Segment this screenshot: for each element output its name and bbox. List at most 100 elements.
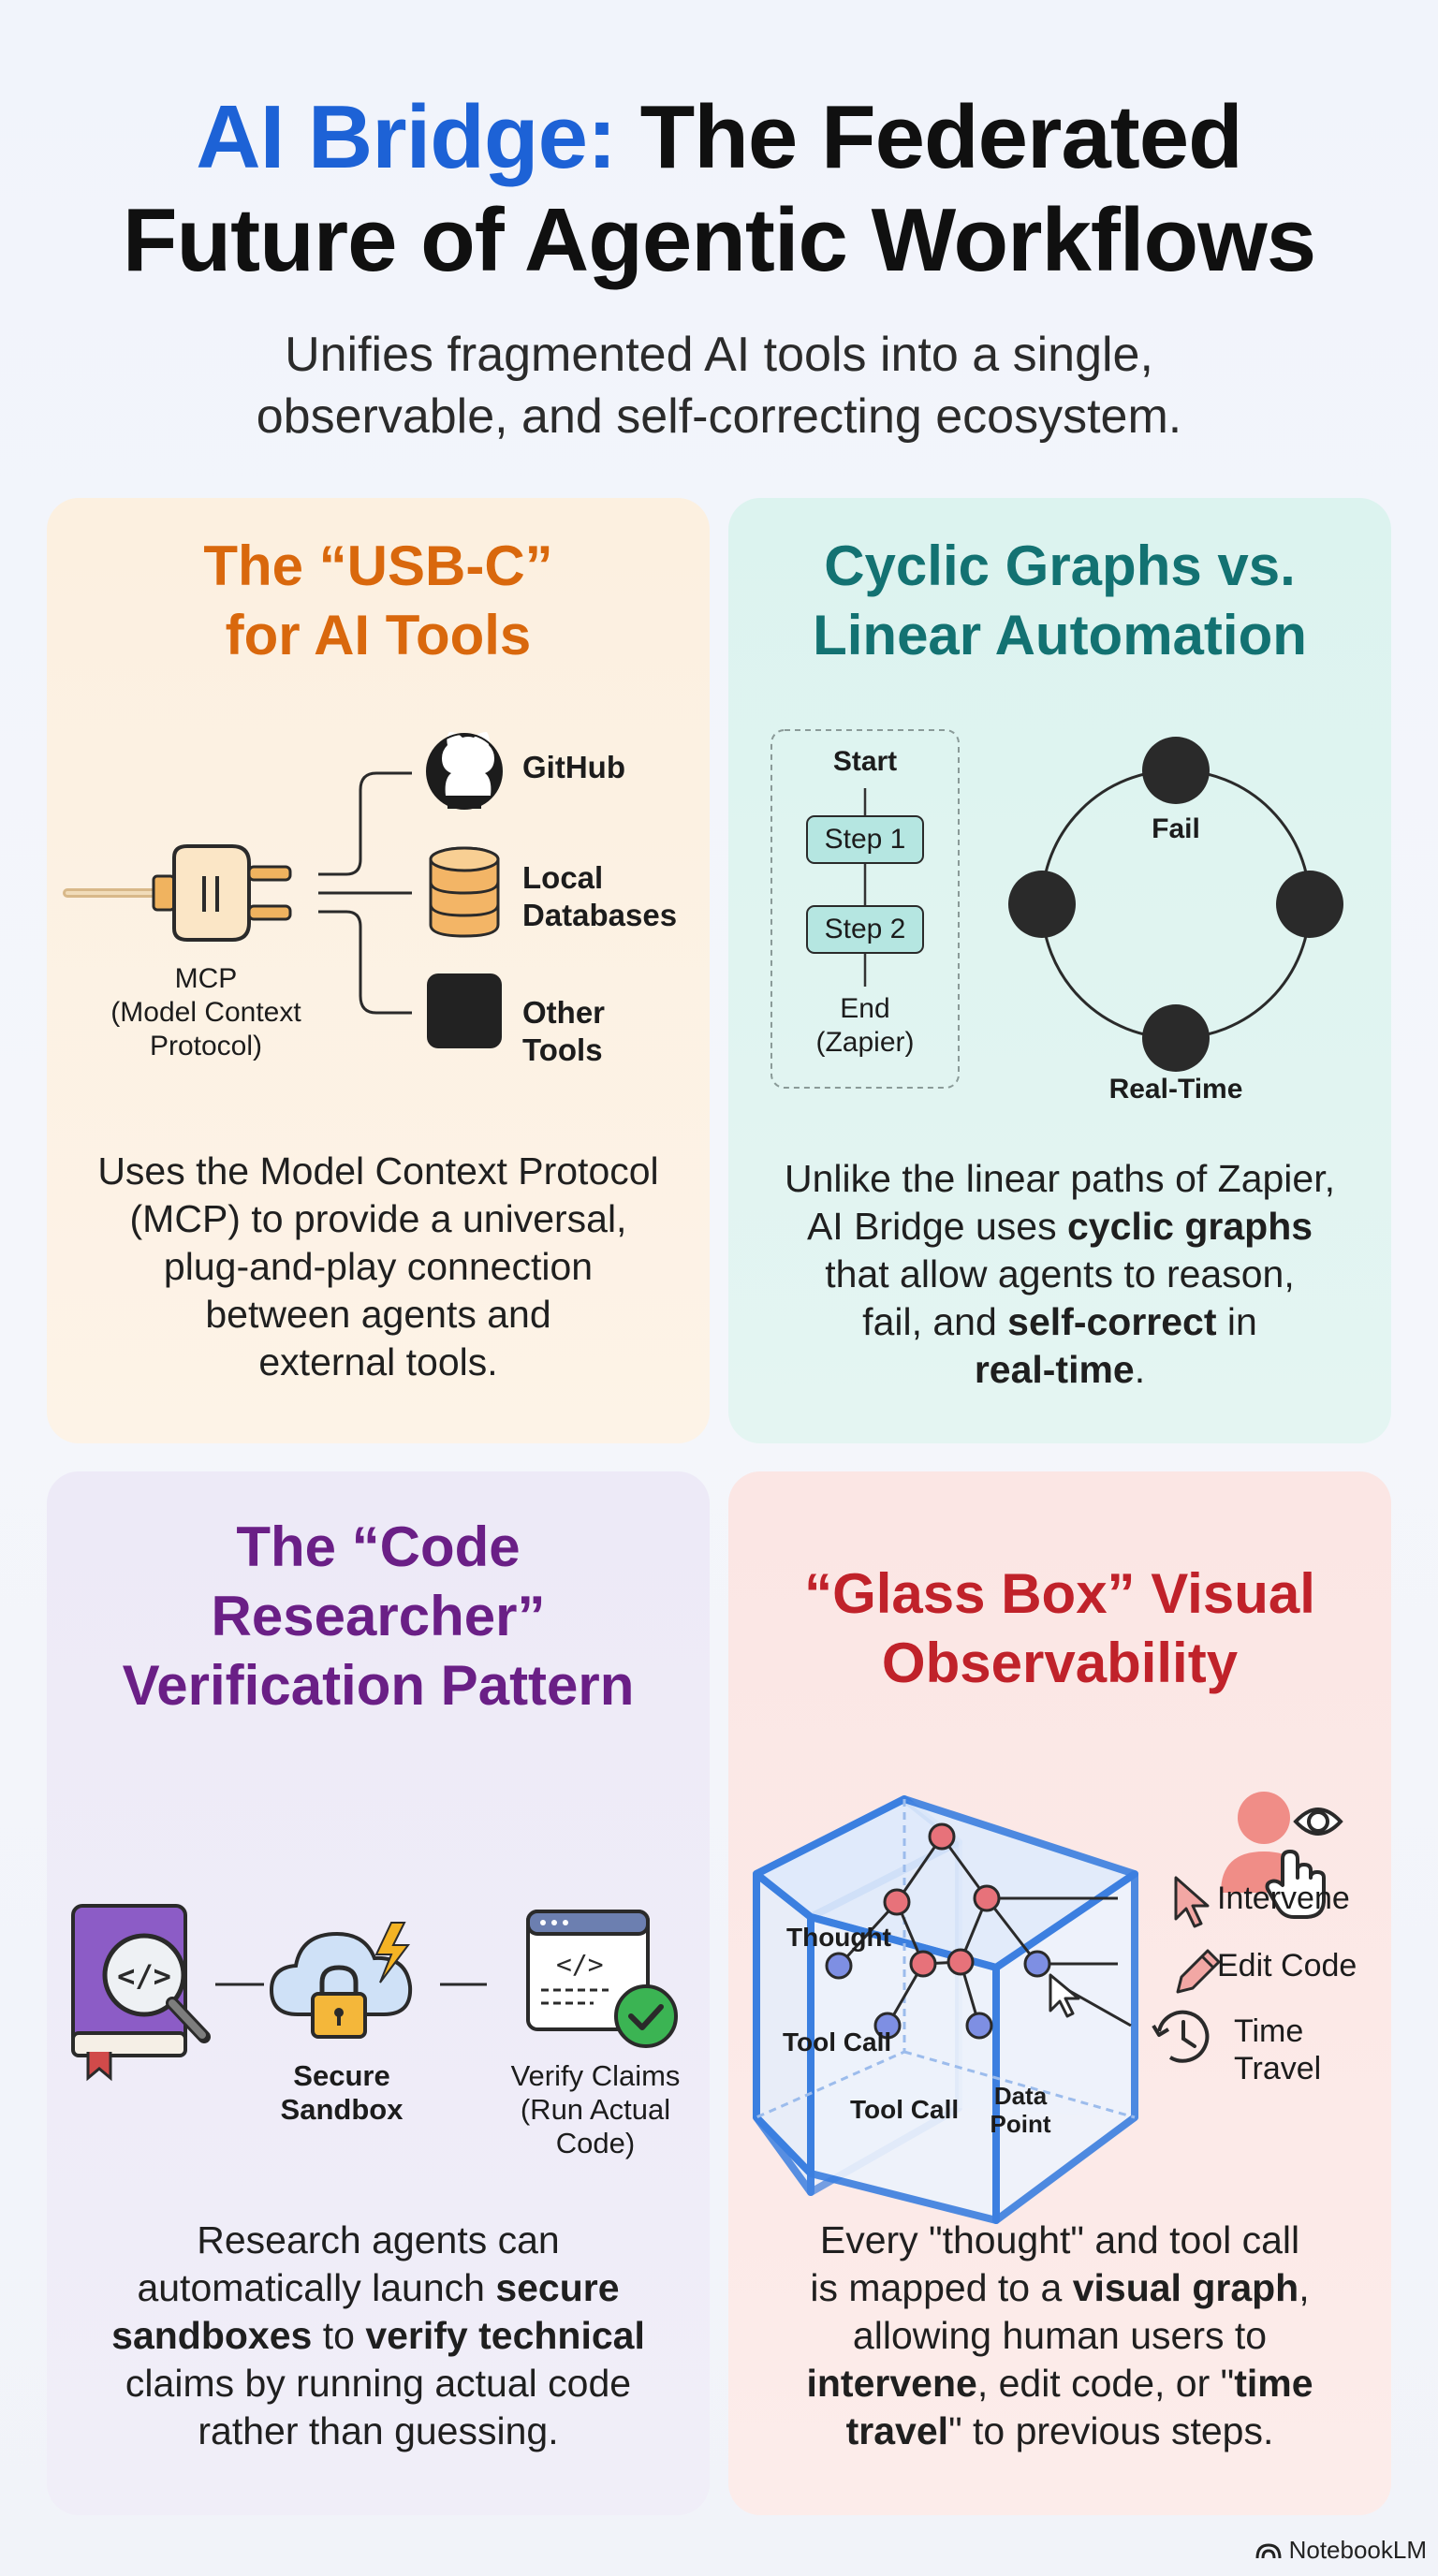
glass-box-diagram (753, 1795, 1221, 2224)
title-rest: The Federated (639, 87, 1243, 187)
graph-node-data (965, 2012, 993, 2040)
glass-body-text: is mapped to a (810, 2266, 1073, 2309)
human-observer-icon (1221, 1792, 1343, 1919)
intervene-cursor-icon (1174, 1876, 1210, 1928)
svg-text:</>: </> (117, 1958, 171, 1994)
glass-body-bold-travel: travel (845, 2409, 949, 2452)
action-intervene-label: Intervene (1217, 1881, 1350, 1916)
page-title: AI Bridge: The Federated Future of Agent… (0, 86, 1438, 292)
sandbox-label-line1: Secure (293, 2059, 390, 2092)
verify-label-line1: Verify Claims (510, 2059, 681, 2092)
card-code-title-line1: The “Code (236, 1515, 521, 1578)
card-usb-c: The “USB-C” for AI Tools (47, 498, 710, 1443)
code-body-text: to (312, 2314, 366, 2357)
cyclic-body-line5: real-time. (747, 1346, 1372, 1394)
cycle-realtime-label: Real-Time (1108, 1074, 1243, 1105)
tool-github-label: GitHub (522, 749, 625, 786)
card-cyclic-title-line1: Cyclic Graphs vs. (824, 534, 1296, 597)
glass-body-text: , edit code, or " (976, 2362, 1235, 2405)
code-body-bold-verify: verify technical (365, 2314, 645, 2357)
verify-label: Verify Claims (Run Actual Code) (483, 2059, 708, 2160)
node-data-label: Data Point (974, 2082, 1067, 2138)
cyclic-body-bold-graphs: cyclic graphs (1066, 1205, 1313, 1248)
secure-sandbox-cloud-icon (269, 1922, 413, 2039)
graph-node-toolcall-2 (873, 2012, 902, 2040)
card-code-researcher: The “Code Researcher” Verification Patte… (47, 1471, 710, 2515)
card-glass-title-line1: “Glass Box” Visual (804, 1562, 1315, 1625)
code-body-line3: sandboxes to verify technical (66, 2312, 691, 2360)
glass-cube (753, 1795, 1138, 2224)
cyclic-body-text: AI Bridge uses (806, 1205, 1067, 1248)
tool-label-line: Tools (522, 1032, 603, 1067)
other-tools-icon (427, 973, 502, 1048)
step2-box (806, 905, 924, 954)
footer-brand: NotebookLM (1255, 2536, 1427, 2565)
cyclic-body-text: fail, and (862, 1300, 1008, 1343)
cycle-node-left (1008, 871, 1076, 938)
step2-label: Step 2 (824, 914, 906, 944)
cyclic-body-bold-realtime: real-time (974, 1348, 1135, 1391)
code-body-line1: Research agents can (197, 2218, 560, 2261)
graph-cursor-icon (1049, 1973, 1080, 2018)
cyclic-body-line4: fail, and self-correct in (747, 1298, 1372, 1346)
glass-body-line3: allowing human users to (852, 2314, 1268, 2357)
subtitle-line2: observable, and self-correcting ecosyste… (256, 389, 1182, 444)
glass-body-bold-graph: visual graph (1072, 2266, 1299, 2309)
usb-body-line5: external tools. (258, 1340, 498, 1383)
verify-label-line3: Code) (555, 2127, 636, 2159)
node-data-line2: Point (990, 2110, 1051, 2138)
usb-body-line3: plug-and-play connection (163, 1245, 594, 1288)
card-cyclic-graphs: Cyclic Graphs vs. Linear Automation Star… (728, 498, 1391, 1443)
code-body-line4: claims by running actual code (125, 2362, 632, 2405)
glass-body-text: " to previous steps. (948, 2409, 1274, 2452)
card-usb-title-line1: The “USB-C” (203, 534, 553, 597)
title-line2: Future of Agentic Workflows (122, 190, 1316, 290)
notebooklm-logo-icon (1255, 2542, 1282, 2558)
linear-start-label: Start (832, 746, 898, 777)
graph-node-thought-2 (973, 1884, 1001, 1912)
page-subtitle: Unifies fragmented AI tools into a singl… (0, 324, 1438, 447)
cyclic-body-text: in (1216, 1300, 1257, 1343)
action-time-label: Time Travel (1234, 2012, 1321, 2087)
verify-label-line2: (Run Actual (520, 2093, 671, 2126)
cyclic-body-bold-selfcorrect: self-correct (1007, 1300, 1217, 1343)
graph-node-root (928, 1822, 956, 1851)
verify-code-window-icon: </> (526, 1910, 678, 2048)
cycle-node-right (1276, 871, 1343, 938)
mcp-plug-diagram (63, 732, 503, 1048)
node-thought-label: Thought (786, 1923, 891, 1952)
footer-brand-label: NotebookLM (1288, 2536, 1427, 2564)
card-glass-box: “Glass Box” Visual Observability (728, 1471, 1391, 2515)
linear-end-main: End (840, 993, 890, 1024)
action-time-line1: Time (1234, 2013, 1304, 2049)
cyclic-body-line1: Unlike the linear paths of Zapier, (785, 1157, 1335, 1200)
card-usb-body: Uses the Model Context Protocol (MCP) to… (66, 1148, 691, 1386)
step1-label: Step 1 (824, 824, 906, 855)
graph-node-mid-2 (946, 1948, 975, 1976)
code-body-line2: automatically launch secure (66, 2264, 691, 2312)
cycle-node-bottom (1142, 1004, 1210, 1072)
verification-flow-diagram: </> </> (71, 1904, 678, 2082)
card-cyclic-title-line2: Linear Automation (813, 604, 1307, 666)
card-code-title-line2: Researcher” (211, 1585, 546, 1647)
mcp-label-sub2: Protocol) (149, 1031, 263, 1061)
cycle-node-top (1142, 737, 1210, 804)
card-glass-body: Every "thought" and tool call is mapped … (747, 2217, 1372, 2455)
svg-text:</>: </> (556, 1949, 604, 1980)
edit-pencil-icon (1176, 1949, 1221, 1994)
mcp-label: MCP (Model Context Protocol) (84, 962, 328, 1063)
sandbox-label: Secure Sandbox (253, 2059, 431, 2127)
subtitle-line1: Unifies fragmented AI tools into a singl… (285, 328, 1153, 382)
card-code-body: Research agents can automatically launch… (66, 2217, 691, 2455)
glass-body-bold-time: time (1234, 2362, 1313, 2405)
linear-end-label: End (Zapier) (771, 992, 959, 1060)
card-usb-title-line2: for AI Tools (225, 604, 532, 666)
cycle-fail-label: Fail (1152, 813, 1200, 844)
card-usb-title: The “USB-C” for AI Tools (47, 532, 710, 670)
node-data-line1: Data (993, 2082, 1048, 2110)
glass-body-text: , (1299, 2266, 1310, 2309)
tool-label-line: GitHub (522, 750, 625, 784)
title-accent: AI Bridge: (196, 87, 617, 187)
